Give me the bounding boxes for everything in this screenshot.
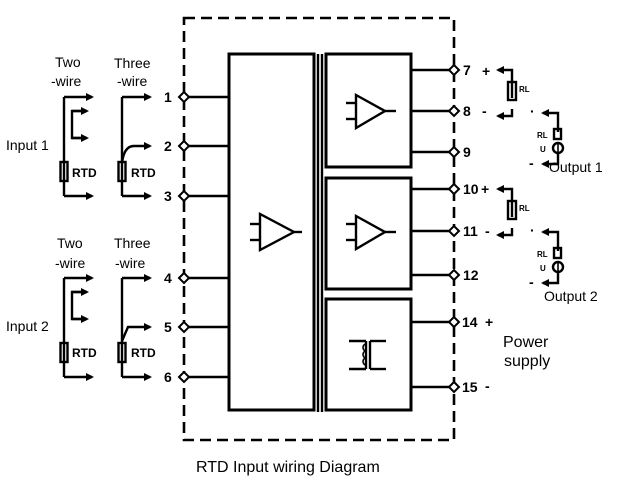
terminal-label-7: 7 bbox=[463, 62, 471, 78]
polarity-10: + bbox=[481, 181, 489, 197]
rtd-resistor bbox=[117, 341, 127, 364]
terminal-label-4: 4 bbox=[164, 270, 172, 286]
rtd-resistor bbox=[59, 341, 69, 364]
terminal-12 bbox=[447, 268, 461, 282]
rtd-label: RTD bbox=[72, 346, 97, 360]
load-resistor bbox=[506, 80, 518, 102]
terminal-label-15: 15 bbox=[462, 379, 478, 395]
diagram-caption: RTD Input wiring Diagram bbox=[196, 459, 380, 476]
source-polarity: - bbox=[529, 274, 534, 290]
polarity-8: - bbox=[482, 103, 487, 119]
output2-block bbox=[324, 176, 413, 291]
three-wire-label-2a: Three bbox=[114, 235, 151, 251]
terminal-11 bbox=[447, 224, 461, 238]
load-resistor-label: RL bbox=[519, 85, 530, 94]
terminal-label-10: 10 bbox=[463, 181, 479, 197]
two-wire-label-1a: Two bbox=[55, 54, 81, 70]
source-wire bbox=[541, 154, 560, 168]
amplifier-icon bbox=[346, 213, 396, 252]
power-supply-label-2: supply bbox=[504, 353, 550, 370]
terminal-2 bbox=[177, 139, 191, 153]
two-wire-connection bbox=[59, 93, 94, 200]
three-wire-connection bbox=[117, 93, 152, 200]
input-1-wiring bbox=[59, 93, 152, 200]
two-wire-label-2b: -wire bbox=[55, 255, 86, 271]
terminal-7 bbox=[447, 63, 461, 77]
branch-lead bbox=[120, 142, 152, 164]
terminal-8 bbox=[447, 104, 461, 118]
jumper-bracket bbox=[70, 290, 86, 321]
input1-label: Input 1 bbox=[6, 137, 49, 153]
source-wire bbox=[541, 109, 560, 132]
power-supply-label-1: Power bbox=[503, 334, 549, 351]
input-2-wiring bbox=[59, 274, 152, 381]
terminal-label-6: 6 bbox=[164, 369, 172, 385]
terminal-15 bbox=[447, 380, 461, 394]
terminal-3 bbox=[177, 189, 191, 203]
rtd-resistor bbox=[117, 160, 127, 183]
power-block bbox=[324, 297, 413, 412]
terminal-label-9: 9 bbox=[463, 144, 471, 160]
two-wire-label-2a: Two bbox=[57, 235, 83, 251]
branch-lead bbox=[120, 323, 152, 342]
rtd-label: RTD bbox=[131, 166, 156, 180]
polarity-11: - bbox=[485, 223, 490, 239]
polarity-15: - bbox=[485, 378, 490, 394]
terminal-9 bbox=[447, 145, 461, 159]
terminal-label-12: 12 bbox=[463, 267, 479, 283]
two-wire-connection bbox=[59, 274, 94, 381]
three-wire-label-1b: -wire bbox=[117, 73, 148, 89]
voltage-source-label: U bbox=[540, 264, 546, 273]
rtd-label: RTD bbox=[131, 346, 156, 360]
terminal-14 bbox=[447, 315, 461, 329]
amplifier-icon bbox=[346, 92, 396, 131]
terminal-5 bbox=[177, 320, 191, 334]
load-wire bbox=[496, 228, 514, 239]
rtd-label: RTD bbox=[72, 166, 97, 180]
output2-label: Output 2 bbox=[544, 288, 598, 304]
source-wire bbox=[541, 228, 560, 251]
transformer-icon bbox=[349, 339, 386, 371]
source-polarity: - bbox=[529, 155, 534, 171]
terminal-label-3: 3 bbox=[164, 188, 172, 204]
terminal-4 bbox=[177, 271, 191, 285]
terminal-label-2: 2 bbox=[164, 138, 172, 154]
terminal-label-8: 8 bbox=[463, 103, 471, 119]
terminal-label-5: 5 bbox=[164, 319, 172, 335]
three-wire-label-1a: Three bbox=[114, 55, 151, 71]
terminal-label-14: 14 bbox=[462, 314, 478, 330]
rtd-resistor bbox=[59, 160, 69, 183]
output-2-wiring: RL RL U · - bbox=[496, 185, 565, 290]
load-resistor-label: RL bbox=[537, 250, 548, 259]
output1-label: Output 1 bbox=[549, 159, 603, 175]
load-resistor-label: RL bbox=[537, 131, 548, 140]
load-resistor bbox=[552, 127, 563, 141]
source-wire bbox=[541, 273, 560, 287]
load-resistor bbox=[552, 246, 563, 260]
terminal-10 bbox=[447, 182, 461, 196]
source-polarity: · bbox=[530, 103, 535, 119]
two-wire-label-1b: -wire bbox=[51, 73, 82, 89]
polarity-7: + bbox=[482, 63, 490, 79]
three-wire-label-2b: -wire bbox=[115, 255, 146, 271]
output1-block bbox=[324, 52, 413, 169]
three-wire-connection bbox=[117, 274, 152, 381]
amplifier-icon bbox=[250, 212, 302, 252]
jumper-bracket bbox=[70, 109, 86, 140]
load-resistor-label: RL bbox=[519, 204, 530, 213]
terminal-1 bbox=[177, 90, 191, 104]
output-1-wiring: RL RL U · - bbox=[496, 66, 565, 171]
load-wire bbox=[496, 66, 514, 98]
load-resistor bbox=[506, 199, 518, 221]
terminal-6 bbox=[177, 370, 191, 384]
input2-label: Input 2 bbox=[6, 318, 49, 334]
terminal-label-1: 1 bbox=[164, 89, 172, 105]
load-wire bbox=[496, 185, 514, 217]
load-wire bbox=[496, 109, 514, 120]
polarity-14: + bbox=[485, 314, 493, 330]
source-polarity: · bbox=[530, 222, 535, 238]
terminal-label-11: 11 bbox=[463, 223, 478, 239]
voltage-source-label: U bbox=[540, 145, 546, 154]
